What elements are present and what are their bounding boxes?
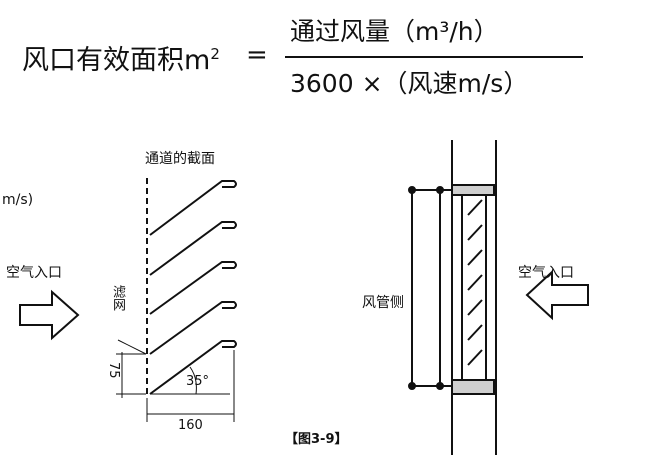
joint-top-right	[436, 186, 444, 194]
filter-label: 滤网	[110, 285, 125, 311]
right-air-inlet-label: 空气入口	[518, 265, 574, 281]
louver-blade-5	[149, 340, 237, 395]
formula-lhs-text: 风口有效面积	[22, 45, 184, 76]
right-inlet-arrow	[525, 269, 589, 321]
formula-numerator: 通过风量（m³/h）	[290, 17, 499, 46]
section-label: 通道的截面	[145, 151, 215, 167]
grille-blade-7	[467, 349, 483, 366]
grille-blade-6	[467, 324, 483, 341]
grille-blade-5	[467, 299, 483, 316]
dim-width-label: 160	[178, 418, 203, 433]
formula-equals: =	[246, 40, 268, 70]
left-inlet-arrow	[19, 289, 80, 341]
angle-arc	[189, 366, 197, 395]
duct-side-label: 风管侧	[362, 295, 404, 311]
cut-unit-text: m/s)	[2, 192, 34, 208]
formula-lhs-exponent: 2	[210, 45, 220, 63]
figure-caption: 【图3-9】	[285, 432, 348, 447]
grille-blade-1	[467, 199, 483, 216]
filter-leader-line	[117, 339, 147, 355]
joint-top-left	[408, 186, 416, 194]
fraction-line	[285, 56, 583, 58]
formula-denominator: 3600 ×（风速m/s）	[290, 69, 529, 98]
louver-blade-2	[149, 221, 237, 276]
joint-bottom-right	[436, 382, 444, 390]
left-air-inlet-label: 空气入口	[6, 265, 62, 281]
formula-lhs: 风口有效面积m2	[22, 38, 220, 77]
grille-blade-2	[467, 224, 483, 241]
grille-blade-4	[467, 274, 483, 291]
joint-bottom-left	[408, 382, 416, 390]
dim-pitch-label: 75	[106, 362, 121, 379]
grille-blade-3	[467, 249, 483, 266]
formula-lhs-unit: m	[184, 45, 211, 76]
frame-bottom	[451, 379, 495, 395]
louver-blade-3	[149, 261, 237, 315]
frame-top	[451, 184, 495, 196]
louver-blade-4	[149, 301, 237, 355]
angle-label: 35°	[186, 374, 210, 389]
louver-blade-1	[149, 180, 237, 236]
